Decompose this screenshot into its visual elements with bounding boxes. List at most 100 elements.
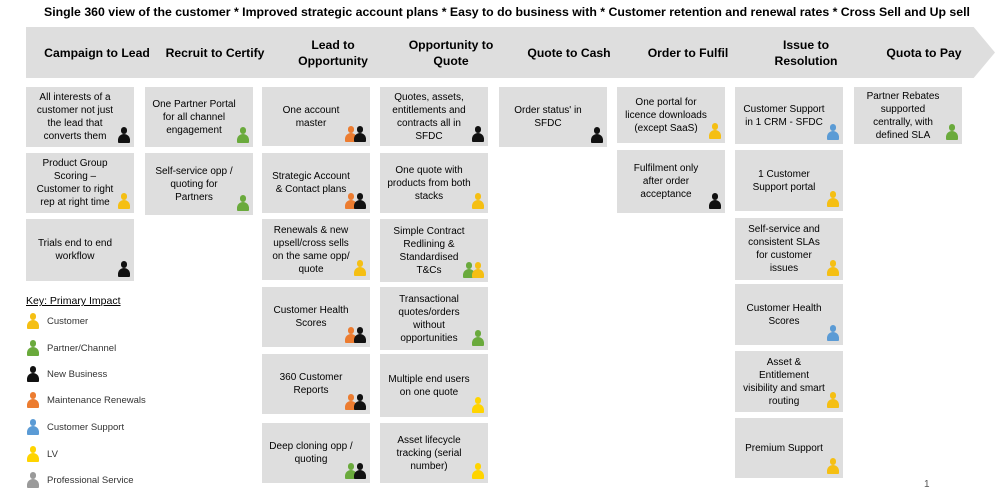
feature-card: Order status' in SFDC — [499, 87, 607, 147]
feature-text: Order status' in SFDC — [514, 105, 582, 129]
impact-icons — [236, 195, 249, 211]
stage-label: Quota to Pay — [886, 45, 962, 60]
feature-card: All interests of a customer not just the… — [26, 87, 134, 147]
impact-icons — [236, 127, 249, 143]
person-icon — [826, 124, 839, 140]
impact-icons — [353, 260, 366, 276]
feature-card: Quotes, assets, entitlements and contrac… — [380, 87, 488, 146]
impact-icons — [344, 193, 366, 209]
legend-title: Key: Primary Impact — [26, 295, 121, 307]
feature-card: Deep cloning opp / quoting — [262, 423, 370, 483]
person-icon — [344, 126, 357, 142]
legend-label: Customer Support — [47, 421, 125, 433]
feature-text: Premium Support — [745, 442, 823, 454]
stage-chevron: Recruit to Certify — [144, 27, 286, 78]
stage-label: Opportunity to Quote — [408, 37, 494, 68]
legend-item: LV — [26, 446, 58, 462]
feature-text: Self-service opp / quoting for Partners — [155, 165, 233, 203]
person-icon — [471, 463, 484, 479]
stage-chevron: Quota to Pay — [853, 27, 995, 78]
feature-text: Product Group Scoring – Customer to righ… — [36, 158, 114, 208]
impact-icons — [471, 330, 484, 346]
person-icon — [26, 472, 39, 488]
person-icon — [117, 193, 130, 209]
stage-chevron: Opportunity to Quote — [380, 27, 522, 78]
feature-card: Customer Health Scores — [262, 287, 370, 347]
legend-label: Customer — [47, 315, 89, 327]
impact-icons — [826, 392, 839, 408]
stage-chevron: Quote to Cash — [498, 27, 640, 78]
feature-text: Customer Health Scores — [273, 305, 349, 329]
stage-label: Issue to Resolution — [774, 37, 838, 68]
person-icon — [471, 193, 484, 209]
impact-icons — [344, 394, 366, 410]
feature-text: Asset & Entitlement visibility and smart… — [743, 356, 825, 407]
person-icon — [708, 193, 721, 209]
impact-icons — [708, 193, 721, 209]
person-icon — [344, 193, 357, 209]
impact-icons — [117, 127, 130, 143]
feature-text: Quotes, assets, entitlements and contrac… — [392, 91, 466, 142]
impact-icons — [471, 193, 484, 209]
legend-item: New Business — [26, 366, 107, 382]
impact-icons — [708, 123, 721, 139]
feature-card: 1 Customer Support portal — [735, 150, 843, 211]
impact-icons — [590, 127, 603, 143]
feature-text: One portal for licence downloads (except… — [625, 96, 707, 134]
feature-text: One Partner Portal for all channel engag… — [152, 98, 236, 136]
person-icon — [353, 260, 366, 276]
person-icon — [353, 463, 366, 479]
impact-icons — [826, 124, 839, 140]
person-icon — [826, 260, 839, 276]
impact-icons — [117, 193, 130, 209]
feature-card: One account master — [262, 87, 370, 146]
stage-label: Order to Fulfil — [647, 45, 729, 60]
impact-icons — [344, 463, 366, 479]
impact-icons — [462, 262, 484, 278]
person-icon — [826, 392, 839, 408]
person-icon — [344, 463, 357, 479]
person-icon — [26, 340, 39, 356]
feature-card: One portal for licence downloads (except… — [617, 87, 725, 143]
stage-chevron: Campaign to Lead — [26, 27, 168, 78]
feature-card: Customer Health Scores — [735, 284, 843, 345]
feature-text: Deep cloning opp / quoting — [269, 441, 353, 465]
impact-icons — [945, 124, 958, 140]
feature-text: Simple Contract Redlining & Standardised… — [393, 225, 465, 276]
feature-card: Fulfilment only after order acceptance — [617, 150, 725, 213]
person-icon — [117, 127, 130, 143]
legend-label: Professional Service — [47, 474, 134, 486]
impact-icons — [117, 261, 130, 277]
impact-icons — [344, 327, 366, 343]
stage-chevron: Order to Fulfil — [617, 27, 759, 78]
feature-card: Asset & Entitlement visibility and smart… — [735, 351, 843, 412]
feature-text: Multiple end users on one quote — [388, 373, 470, 398]
legend-label: New Business — [47, 368, 108, 380]
legend-label: Partner/Channel — [47, 342, 117, 354]
feature-card: Asset lifecycle tracking (serial number) — [380, 423, 488, 483]
impact-icons — [471, 397, 484, 413]
person-icon — [826, 458, 839, 474]
stage-chevron: Lead to Opportunity — [262, 27, 404, 78]
feature-text: Customer Health Scores — [746, 302, 822, 327]
stage-label: Campaign to Lead — [44, 45, 150, 60]
person-icon — [826, 325, 839, 341]
feature-card: Transactional quotes/orders without oppo… — [380, 287, 488, 350]
impact-icons — [826, 325, 839, 341]
person-icon — [353, 327, 366, 343]
person-icon — [26, 313, 39, 329]
feature-card: Self-service opp / quoting for Partners — [145, 153, 253, 215]
legend-label: LV — [47, 448, 58, 460]
feature-card: Premium Support — [735, 418, 843, 478]
feature-text: Trials end to end workflow — [37, 238, 113, 262]
legend-item: Professional Service — [26, 472, 134, 488]
feature-card: Simple Contract Redlining & Standardised… — [380, 219, 488, 282]
feature-text: One quote with products from both stacks — [387, 164, 471, 202]
stage-label: Quote to Cash — [527, 45, 611, 60]
impact-icons — [826, 191, 839, 207]
person-icon — [26, 392, 39, 408]
stage-chevron: Issue to Resolution — [735, 27, 877, 78]
feature-card: One Partner Portal for all channel engag… — [145, 87, 253, 147]
